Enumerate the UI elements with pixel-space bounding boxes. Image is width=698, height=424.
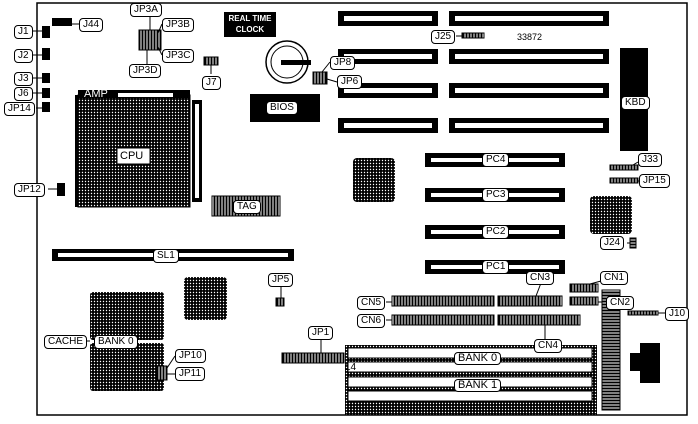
jp1-header [281,352,345,364]
label-pc4: PC4 [482,153,510,167]
label-j7: J7 [202,76,221,90]
label-jp12: JP12 [14,183,45,197]
label-j24: J24 [600,236,625,250]
chip-right [590,196,632,234]
label-j25: J25 [431,30,456,44]
rtc-line-2: CLOCK [235,25,265,34]
label-board-number: 33872 [517,32,543,42]
label-amp: AMP [84,88,108,100]
label-j44: J44 [79,18,104,32]
label-simm-bank-0: BANK 0 [454,352,502,365]
label-jp3c: JP3C [162,49,195,63]
label-jp8: JP8 [330,56,356,70]
label-j1: J1 [14,25,33,39]
label-jp10: JP10 [175,349,206,363]
label-jp15: JP15 [639,174,670,188]
jp3-block [138,29,162,51]
label-jp5: JP5 [268,273,294,287]
label-cn5: CN5 [357,296,386,310]
label-cn3: CN3 [526,271,555,285]
label-pin-14: 14 [345,362,357,373]
label-pc3: PC3 [482,188,510,202]
label-jp6: JP6 [337,75,363,89]
expansion-slots-top [338,11,609,133]
rtc-line-1: REAL TIME [228,14,272,23]
label-jp11: JP11 [175,367,206,381]
label-cache-bank-0: BANK 0 [94,335,138,349]
label-j6: J6 [14,87,33,101]
jp8-jp6-block [312,71,328,85]
label-tag: TAG [233,200,261,214]
label-pc1: PC1 [482,260,510,274]
label-j33: J33 [638,153,663,167]
chip-center [353,158,395,202]
label-kbd: KBD [621,96,650,110]
label-cpu: CPU [120,150,144,162]
label-sl1: SL1 [153,249,179,263]
label-jp1: JP1 [308,326,334,340]
label-cn4: CN4 [534,339,563,353]
label-cn6: CN6 [357,314,386,328]
left-jumpers [42,18,72,196]
right-connector [601,289,621,411]
label-j10: J10 [665,307,690,321]
cache-chip-1 [90,292,164,340]
label-cn1: CN1 [600,271,629,285]
label-pc2: PC2 [482,225,510,239]
label-jp14: JP14 [4,102,35,116]
real-time-clock-block: REAL TIME CLOCK [224,12,276,37]
label-simm-bank-1: BANK 1 [454,379,502,392]
label-cache: CACHE [44,335,88,349]
cn-connectors [391,283,599,326]
label-jp3a: JP3A [130,3,162,17]
label-jp3d: JP3D [129,64,162,78]
j7-block [203,56,219,66]
label-jp3b: JP3B [162,18,194,32]
cache-chip-2 [90,343,164,391]
chip-lower [184,277,227,320]
label-j2: J2 [14,49,33,63]
label-cn2: CN2 [606,296,635,310]
power-connector [640,343,660,383]
label-j3: J3 [14,72,33,86]
label-bios: BIOS [266,101,298,115]
